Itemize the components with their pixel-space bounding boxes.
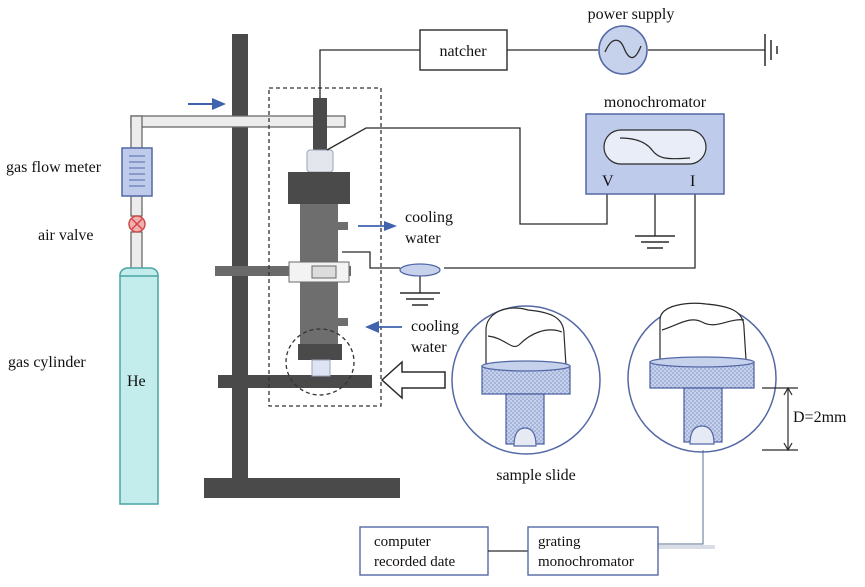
cooling-inlet-nozzle <box>338 318 348 326</box>
plasma-jet <box>288 98 350 377</box>
power-supply-label: power supply <box>588 6 675 23</box>
grating-label-line2: monochromator <box>538 554 634 570</box>
air-valve-icon <box>128 215 146 233</box>
gas-cylinder <box>119 267 159 505</box>
current-probe <box>399 263 441 277</box>
tube-upper <box>300 204 338 262</box>
computer-box <box>359 526 489 576</box>
sample-region-dashed-circle <box>285 328 355 396</box>
ground-icon-power <box>764 34 778 66</box>
magnify-arrow <box>380 360 446 400</box>
tube-lower <box>300 282 338 344</box>
insulator-cap <box>306 149 334 173</box>
monochromator-display <box>603 129 707 165</box>
power-supply-icon <box>598 25 648 75</box>
monochromator-v-terminal: V <box>602 173 614 190</box>
stand-clamp-arm-middle <box>215 266 351 276</box>
cylinder-gas-label: He <box>127 373 146 390</box>
gas-flow-meter <box>121 147 153 197</box>
cooling-outlet-nozzle <box>338 222 348 230</box>
grating-label-line1: grating <box>538 534 581 550</box>
cooling-water-top-line1: cooling <box>405 209 453 226</box>
gas-pipe-vertical <box>130 115 143 149</box>
natcher-box <box>419 29 508 71</box>
clamp-inner <box>311 265 337 279</box>
gas-pipe-to-cylinder <box>130 231 143 273</box>
stand-rod <box>232 34 248 478</box>
computer-label-line1: computer <box>374 534 431 550</box>
gas-flow-meter-label: gas flow meter <box>6 159 102 176</box>
gas-flow-arrow <box>188 98 226 110</box>
gas-pipe-horizontal <box>130 115 346 128</box>
ground-icon-probe <box>400 292 440 306</box>
cooling-water-out-arrow <box>358 221 397 231</box>
gas-cylinder-label: gas cylinder <box>8 354 86 371</box>
cooling-water-bottom-line1: cooling <box>411 318 459 335</box>
air-valve-label: air valve <box>38 227 94 244</box>
ground-icon-monochromator <box>635 235 675 249</box>
dimension-marker <box>762 386 798 452</box>
wire-electrode-to-natcher <box>319 49 420 98</box>
droplet-dome-left <box>485 307 567 367</box>
natcher-label: natcher <box>439 43 487 60</box>
sample-slide-label: sample slide <box>496 467 576 484</box>
assembly-dashed-box <box>268 87 382 407</box>
stand-base <box>204 478 400 498</box>
wiring <box>319 49 765 293</box>
monochromator-wave <box>619 137 691 160</box>
monochromator-i-terminal: I <box>690 173 695 190</box>
optical-fiber <box>658 450 715 549</box>
nozzle-tip <box>311 359 331 377</box>
grating-box <box>527 526 659 576</box>
sample-detail-left <box>451 305 601 455</box>
monochromator-label: monochromator <box>604 94 707 111</box>
lower-housing <box>298 344 342 360</box>
upper-housing <box>288 172 350 204</box>
wire-clamp-to-probe <box>342 251 400 269</box>
cooling-water-bottom-line2: water <box>411 339 447 356</box>
electrode-rod <box>313 98 327 150</box>
sample-detail-right <box>627 302 777 453</box>
computer-label-line2: recorded date <box>374 554 456 570</box>
cooling-water-in-arrow <box>365 321 402 333</box>
droplet-dome-right <box>659 302 747 361</box>
wire-cap-to-monochromator-v <box>326 127 608 225</box>
cooling-water-top-line2: water <box>405 230 441 247</box>
stand-clamp-arm-lower <box>218 375 372 388</box>
wire-monochromator-i <box>444 194 696 269</box>
retort-stand <box>204 34 400 498</box>
gas-pipe-lower <box>130 195 143 217</box>
dimension-label: D=2mm <box>793 409 847 426</box>
